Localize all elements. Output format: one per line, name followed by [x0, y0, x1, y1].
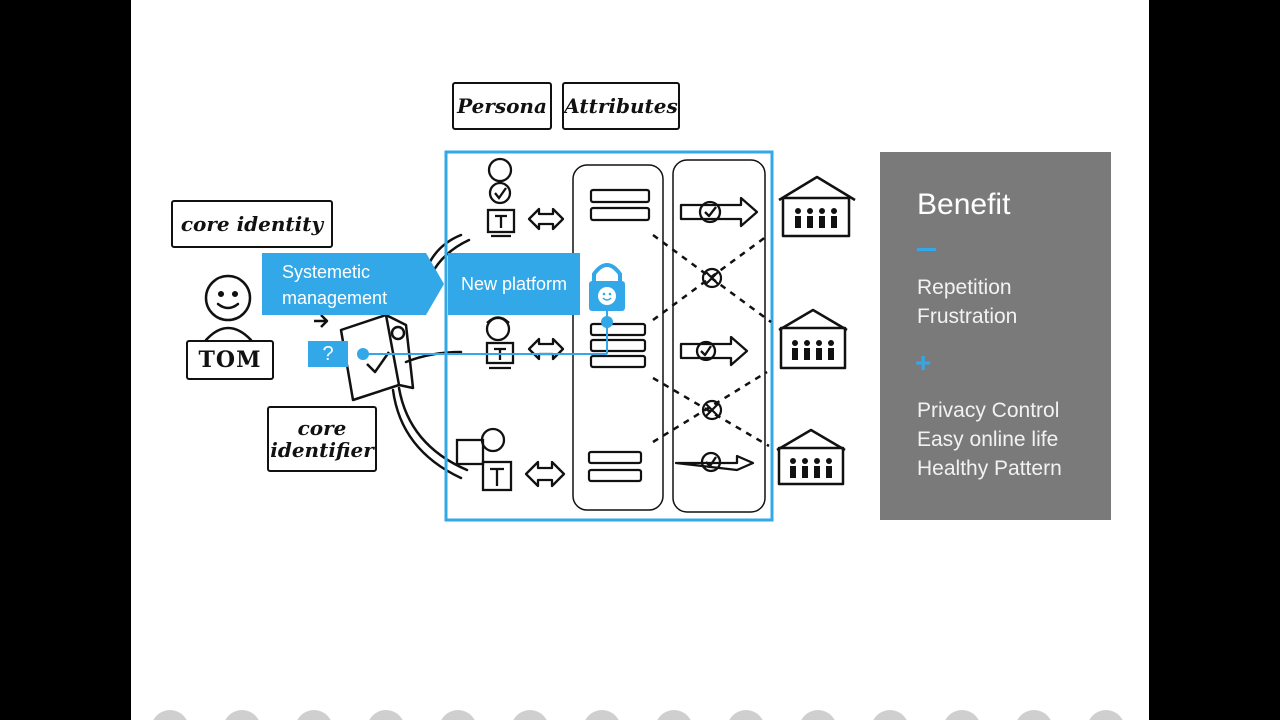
- persona-icon-mid: [485, 316, 515, 370]
- persona-label: Persona: [452, 82, 552, 130]
- systemetic-line1: Systemetic: [282, 262, 371, 282]
- thumbnail-dot[interactable]: [439, 710, 477, 720]
- check-arrow-icon: [674, 196, 759, 473]
- device-icon: [314, 313, 415, 402]
- benefit-title: Benefit: [917, 188, 1011, 221]
- tom-name-tag: TOM: [186, 340, 274, 380]
- thumbnail-dot[interactable]: [367, 710, 405, 720]
- systemetic-line2: management: [282, 288, 388, 308]
- platform-frame: [444, 150, 774, 522]
- list-item: Healthy Pattern: [917, 457, 1062, 480]
- connector-line: [357, 306, 613, 360]
- thumbnail-dot[interactable]: [295, 710, 333, 720]
- house-icon: [776, 175, 856, 486]
- thumbnail-dot[interactable]: [223, 710, 261, 720]
- plus-list: Privacy Control Easy online life Healthy…: [917, 396, 1062, 483]
- thumbnail-dot[interactable]: [1087, 710, 1125, 720]
- core-identity-label: core identity: [171, 200, 333, 248]
- thumbnail-dot[interactable]: [583, 710, 621, 720]
- core-identifier-line1: core: [297, 416, 347, 440]
- minus-list: Repetition Frustration: [917, 273, 1017, 331]
- thumbnail-dot[interactable]: [943, 710, 981, 720]
- thumbnail-dot[interactable]: [511, 710, 549, 720]
- thumbnail-dot[interactable]: [655, 710, 693, 720]
- benefit-panel: Benefit Repetition Frustration + Privacy…: [880, 152, 1111, 520]
- thumbnail-dot[interactable]: [727, 710, 765, 720]
- new-platform-callout: New platform: [448, 253, 580, 315]
- dashed-cross-arrows: [652, 233, 772, 448]
- thumbnail-dot[interactable]: [799, 710, 837, 720]
- persona-icon-bottom: [455, 427, 513, 492]
- list-item: Frustration: [917, 305, 1018, 328]
- identity-sketch: [204, 150, 856, 522]
- slide: Persona Attributes core identity TOM cor…: [131, 0, 1149, 720]
- slide-thumbnail-strip: [131, 706, 1149, 720]
- lock-icon: [589, 263, 625, 311]
- plus-icon: +: [915, 347, 932, 378]
- thumbnail-dot[interactable]: [871, 710, 909, 720]
- person-tom-icon: [204, 274, 253, 342]
- thumbnail-dot[interactable]: [151, 710, 189, 720]
- attribute-cards: [587, 188, 651, 483]
- attributes-label: Attributes: [562, 82, 680, 130]
- systemetic-arrow-shape: [262, 253, 444, 315]
- double-arrow-icon: [524, 207, 566, 488]
- list-item: Easy online life: [917, 428, 1059, 451]
- minus-icon: [917, 248, 936, 251]
- question-badge: ?: [308, 341, 348, 367]
- core-identifier-label: core identifier: [267, 406, 377, 472]
- list-item: Privacy Control: [917, 399, 1060, 422]
- persona-icon-top: [486, 157, 516, 238]
- core-identifier-line2: identifier: [270, 438, 374, 462]
- list-item: Repetition: [917, 276, 1012, 299]
- systemetic-management-callout: Systemetic management: [282, 259, 387, 311]
- thumbnail-dot[interactable]: [1015, 710, 1053, 720]
